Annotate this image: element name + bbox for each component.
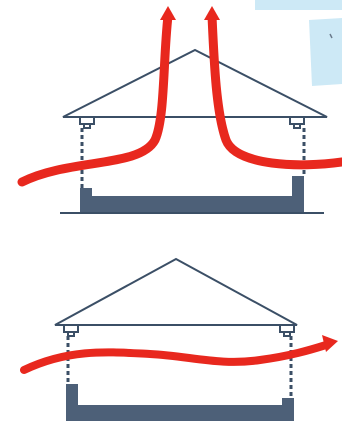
eave-left-top [79, 117, 95, 129]
note-card [309, 18, 342, 86]
airflow-arrowhead-right [204, 6, 220, 20]
note-strip-top [255, 0, 342, 10]
eave-right-top [289, 117, 305, 129]
airflow-arrow-right [207, 11, 342, 170]
airflow-top [17, 6, 342, 187]
note-mark [329, 33, 333, 39]
roof-top [62, 48, 328, 118]
airflow-arrow-horizontal [20, 341, 330, 374]
airflow-arrowhead-horizontal [322, 335, 338, 352]
foundation-top [80, 176, 304, 213]
roof-bottom [54, 257, 298, 326]
airflow-bottom [20, 335, 338, 374]
foundation-bottom [66, 384, 294, 421]
house-top [60, 48, 328, 214]
airflow-arrowhead-left [160, 6, 176, 20]
eave-right-bottom [279, 325, 295, 337]
eave-left-bottom [63, 325, 79, 337]
airflow-arrow-left [17, 11, 173, 187]
house-bottom [54, 257, 298, 421]
